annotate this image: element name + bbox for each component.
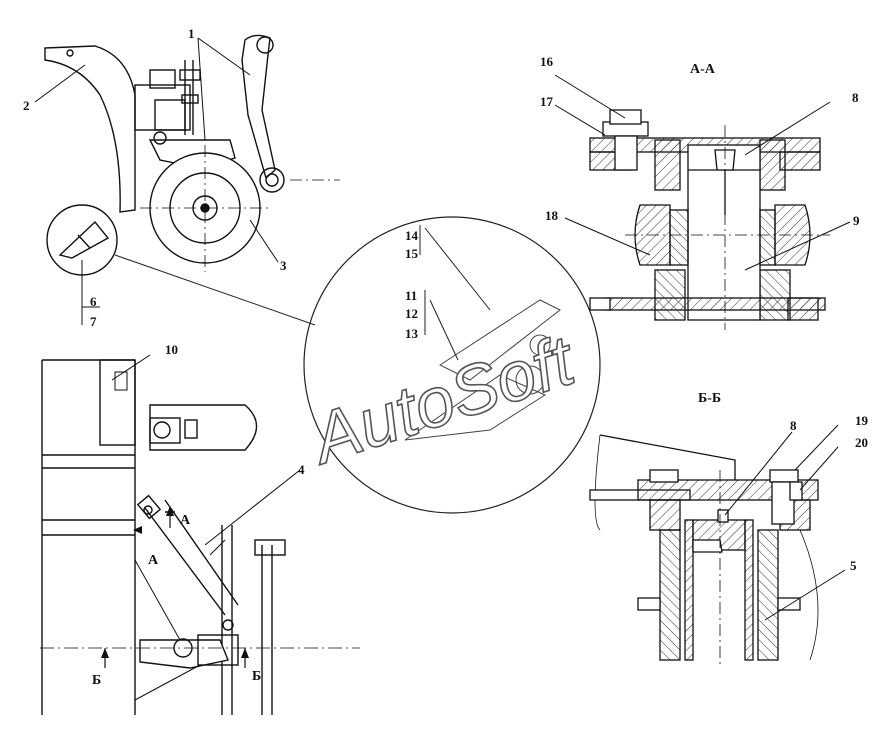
watermark: AutoSoft — [300, 320, 586, 479]
callout-8-bb: 8 — [790, 418, 797, 433]
section-title-bb: Б-Б — [698, 391, 721, 406]
marker-a-left: А — [148, 553, 159, 568]
marker-b-left: Б — [92, 673, 101, 688]
marker-a-top: А — [180, 513, 191, 528]
labels: 1 2 3 4 5 6 7 8 8 9 10 11 12 13 14 15 16… — [23, 26, 869, 688]
callout-10: 10 — [165, 342, 178, 357]
section-title-aa: А-А — [690, 62, 716, 77]
marker-b-right: Б — [252, 669, 261, 684]
callout-3: 3 — [280, 258, 287, 273]
callout-14: 14 — [405, 228, 419, 243]
callout-12: 12 — [405, 306, 418, 321]
callout-5: 5 — [850, 558, 857, 573]
callout-8-aa: 8 — [852, 90, 859, 105]
detail-enlarged — [114, 216, 601, 514]
callout-19: 19 — [855, 413, 869, 428]
callout-11: 11 — [405, 288, 417, 303]
callout-17: 17 — [540, 94, 554, 109]
top-view — [40, 359, 360, 715]
callout-4: 4 — [298, 462, 305, 477]
side-view — [44, 34, 340, 276]
callout-2: 2 — [23, 98, 30, 113]
section-b-b — [589, 434, 819, 668]
section-a-a — [589, 109, 830, 330]
callout-1: 1 — [188, 26, 195, 41]
leader-lines — [34, 37, 851, 621]
callout-15: 15 — [405, 246, 419, 261]
callout-7: 7 — [90, 314, 97, 329]
callout-9: 9 — [853, 213, 860, 228]
callout-13: 13 — [405, 326, 419, 341]
callout-18: 18 — [545, 208, 559, 223]
callout-20: 20 — [855, 435, 868, 450]
callout-6: 6 — [90, 294, 97, 309]
callout-16: 16 — [540, 54, 554, 69]
